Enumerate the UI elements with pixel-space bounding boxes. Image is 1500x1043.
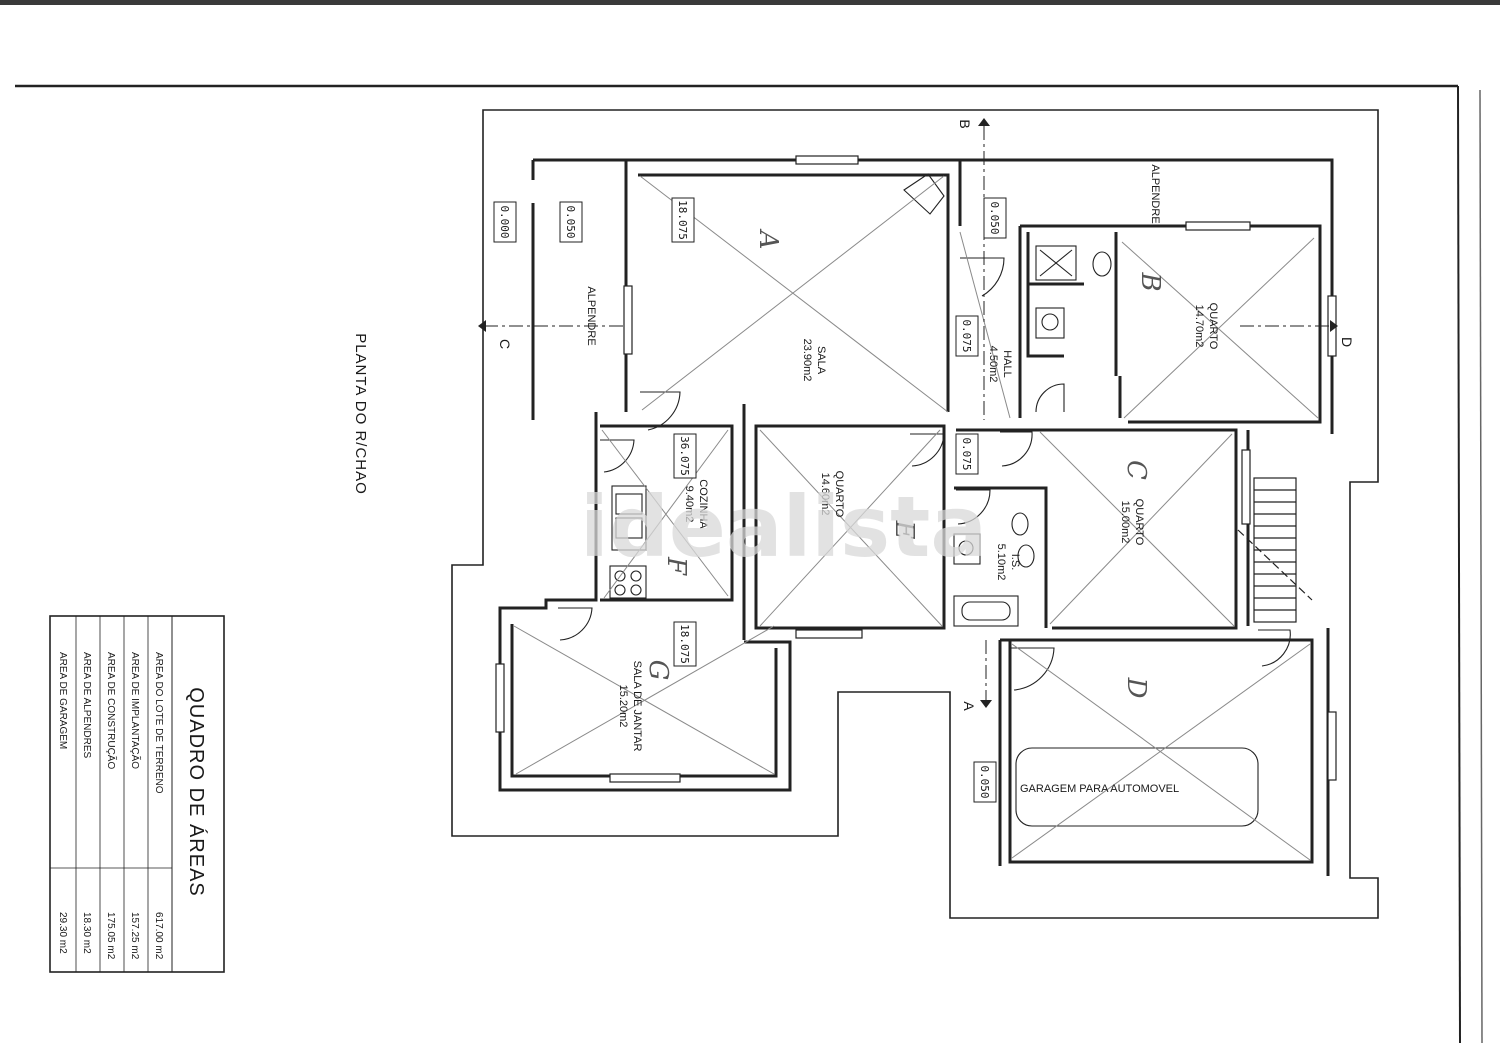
room-name-garagem: GARAGEM PARA AUTOMOVEL [1020,783,1179,795]
level-text: 0.075 [960,319,973,352]
section-marker-a: A [961,701,977,711]
room-letter-c: C [1121,460,1151,480]
level-text: 0.075 [960,437,973,470]
watermark: idealista [580,478,987,576]
areas-row-value: 157.25 m2 [129,912,140,960]
areas-row-label: AREA DO LOTE DE TERRENO [153,652,164,794]
level-text: 0.050 [978,765,991,798]
room-name-sala: SALA [815,346,827,375]
level-text: 0.050 [564,205,577,238]
areas-row-value: 18.30 m2 [81,912,92,954]
doors [558,257,1291,691]
level-text: 36.075 [678,436,691,476]
room-area-hall: 4.50m2 [987,346,999,383]
plot-outline [451,109,1379,919]
areas-row-label: AREA DE ALPENDRES [81,652,92,758]
section-cut-lines [484,126,1332,700]
room-area-is: 5.10m2 [995,544,1007,581]
level-text: 0.000 [498,205,511,238]
section-marker-d: D [1339,337,1355,347]
level-text: 18.075 [678,624,691,664]
areas-row-label: AREA DE GARAGEM [57,652,68,749]
level-text: 18.075 [676,200,689,240]
porch-label-left: ALPENDRE [585,286,597,345]
room-area-sala-jantar: 15.20m2 [617,685,629,728]
room-letter-g: G [643,660,673,681]
scan-top-edge [0,0,1500,5]
room-name-hall: HALL [1001,350,1013,378]
room-letter-a: A [753,229,783,250]
room-name-quarto-e: QUARTO [833,471,845,518]
room-area-cozinha: 9.40m2 [683,486,695,523]
areas-row-label: AREA DE CONSTRUÇÃO [105,652,118,769]
room-name-is: I.S. [1009,554,1021,571]
exterior-stairs [1237,477,1313,623]
room-area-quarto-c: 15.00m2 [1119,501,1131,544]
room-letter-e: E [889,520,919,540]
room-letter-f: F [661,556,691,576]
areas-row-value: 617.00 m2 [153,912,164,960]
fixtures [609,173,1259,827]
section-arrows [478,118,1338,708]
areas-table-title: QUADRO DE ÁREAS [185,687,208,896]
level-text: 0.050 [988,201,1001,234]
room-area-quarto-b: 14.70m2 [1193,305,1205,348]
room-letter-b: B [1135,271,1165,291]
room-name-sala-jantar: SALA DE JANTAR [631,661,643,752]
section-marker-c: C [497,339,513,349]
porch-label-top: ALPENDRE [1149,164,1161,223]
level-boxes [493,197,1007,803]
room-name-quarto-c: QUARTO [1133,499,1145,546]
areas-table [49,615,225,973]
areas-row-value: 29.30 m2 [57,912,68,954]
room-name-cozinha: COZINHA [697,479,709,529]
plan-title: PLANTA DO R/CHAO [352,333,369,495]
sheet-border [15,84,1483,1043]
section-marker-b: B [957,119,973,128]
room-name-quarto-b: QUARTO [1207,303,1219,350]
room-area-sala: 23.90m2 [801,339,813,382]
areas-row-value: 175.05 m2 [105,912,116,960]
areas-row-label: AREA DE IMPLANTAÇÃO [129,652,142,769]
room-letter-d: D [1121,677,1151,699]
room-area-quarto-e: 14.60m2 [819,473,831,516]
